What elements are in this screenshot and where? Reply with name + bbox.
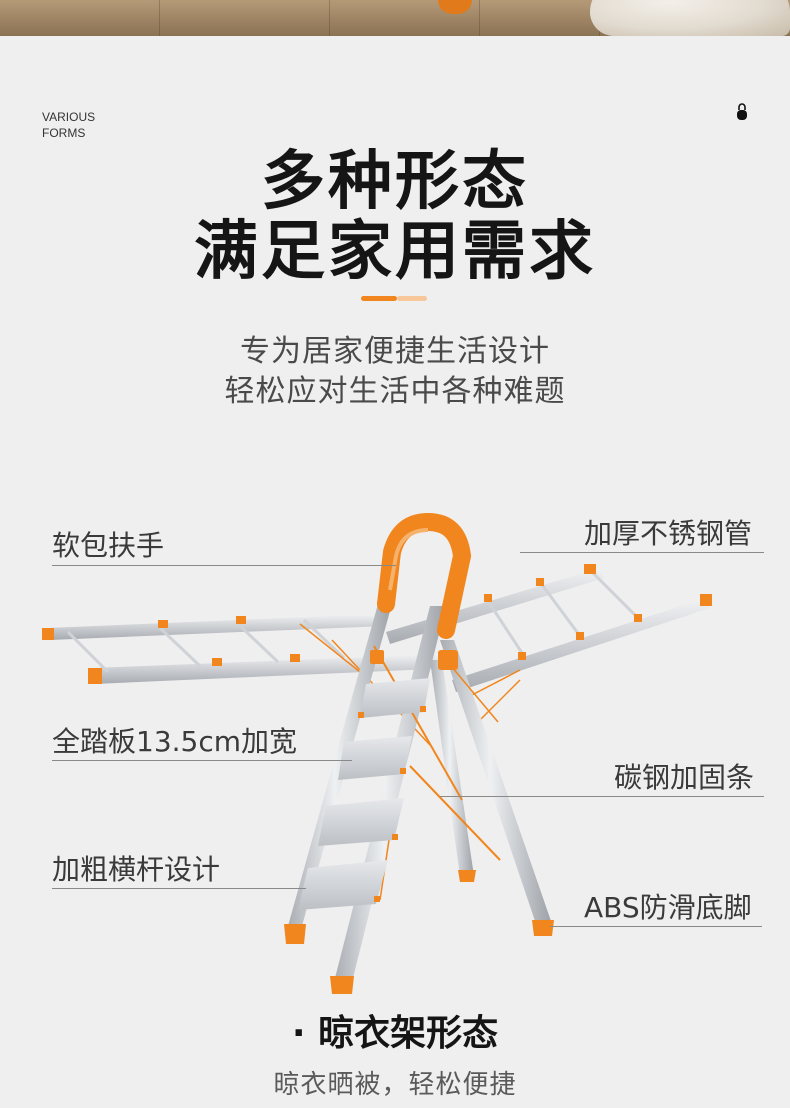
lock-icon: [737, 103, 747, 120]
callout-crossbar: 加粗横杆设计: [52, 853, 221, 886]
callout-line-pedal: [52, 760, 352, 761]
callout-feet: ABS防滑底脚: [584, 891, 752, 924]
mode-title: · 晾衣架形态: [291, 1013, 499, 1054]
callout-line-tube: [520, 552, 764, 553]
floor-board: [0, 0, 160, 36]
callout-line-crossbar: [52, 888, 306, 889]
callout-tube: 加厚不锈钢管: [584, 517, 753, 550]
floor-board: [480, 0, 600, 36]
mode-subtitle: 晾衣晒被，轻松便捷: [273, 1070, 517, 1100]
ladder-illustration: [42, 512, 712, 994]
callout-line-feet: [550, 926, 762, 927]
subtitle-line-2: 轻松应对生活中各种难题: [224, 374, 566, 409]
callout-pedal: 全踏板13.5cm加宽: [52, 725, 298, 758]
page-title-line-2: 满足家用需求: [194, 215, 596, 289]
tag-line-1: VARIOUS: [42, 110, 96, 124]
title-divider: [361, 296, 427, 301]
armrest: [377, 512, 472, 639]
callout-armrest: 软包扶手: [52, 529, 165, 562]
floor-board: [330, 0, 480, 36]
tag-line-2: FORMS: [42, 126, 86, 140]
callout-bar: 碳钢加固条: [614, 761, 755, 794]
divider-accent-light: [397, 296, 427, 301]
floor-board: [160, 0, 330, 36]
subtitle-line-1: 专为居家便捷生活设计: [240, 334, 550, 369]
page-title-line-1: 多种形态: [261, 145, 529, 219]
section-tag: VARIOUS FORMS: [42, 109, 95, 141]
callout-line-armrest: [52, 565, 396, 566]
orange-object: [438, 0, 472, 14]
ladder-frame: [284, 604, 554, 994]
top-photo-strip: [0, 0, 790, 36]
callout-line-bar: [440, 796, 764, 797]
divider-accent: [361, 296, 397, 301]
dog-photo: [590, 0, 790, 36]
